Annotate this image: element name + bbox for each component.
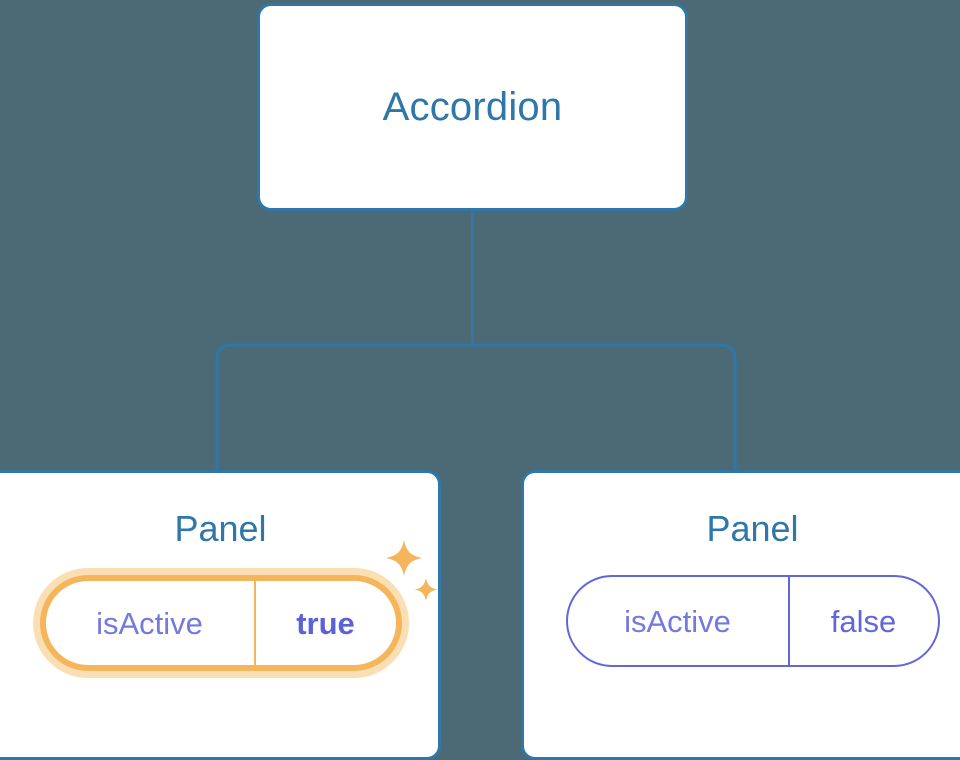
connector-branch	[215, 343, 737, 472]
prop-key: isActive	[96, 605, 203, 641]
node-panel-right[interactable]: Panel isActive false	[521, 470, 960, 760]
node-accordion[interactable]: Accordion	[257, 3, 688, 211]
node-panel-left[interactable]: Panel isActive true	[0, 470, 441, 760]
component-tree-diagram: Accordion Panel isActive true Panel isAc…	[0, 3, 960, 760]
prop-pill[interactable]: isActive false	[565, 575, 940, 667]
node-panel-right-title: Panel	[706, 508, 799, 549]
node-panel-left-title: Panel	[174, 508, 267, 549]
prop-pill[interactable]: isActive true	[39, 575, 402, 671]
connector-lines	[215, 211, 737, 472]
node-accordion-title: Accordion	[382, 85, 563, 129]
prop-pill-isactive-false[interactable]: isActive false	[565, 575, 940, 667]
prop-pill-isactive-true[interactable]: isActive true	[32, 568, 409, 678]
node-panel-right-body: Panel isActive false	[524, 473, 960, 757]
prop-value: false	[787, 577, 938, 665]
prop-value: true	[253, 581, 396, 665]
prop-key: isActive	[624, 603, 731, 639]
node-panel-left-body: Panel isActive true	[0, 473, 438, 757]
